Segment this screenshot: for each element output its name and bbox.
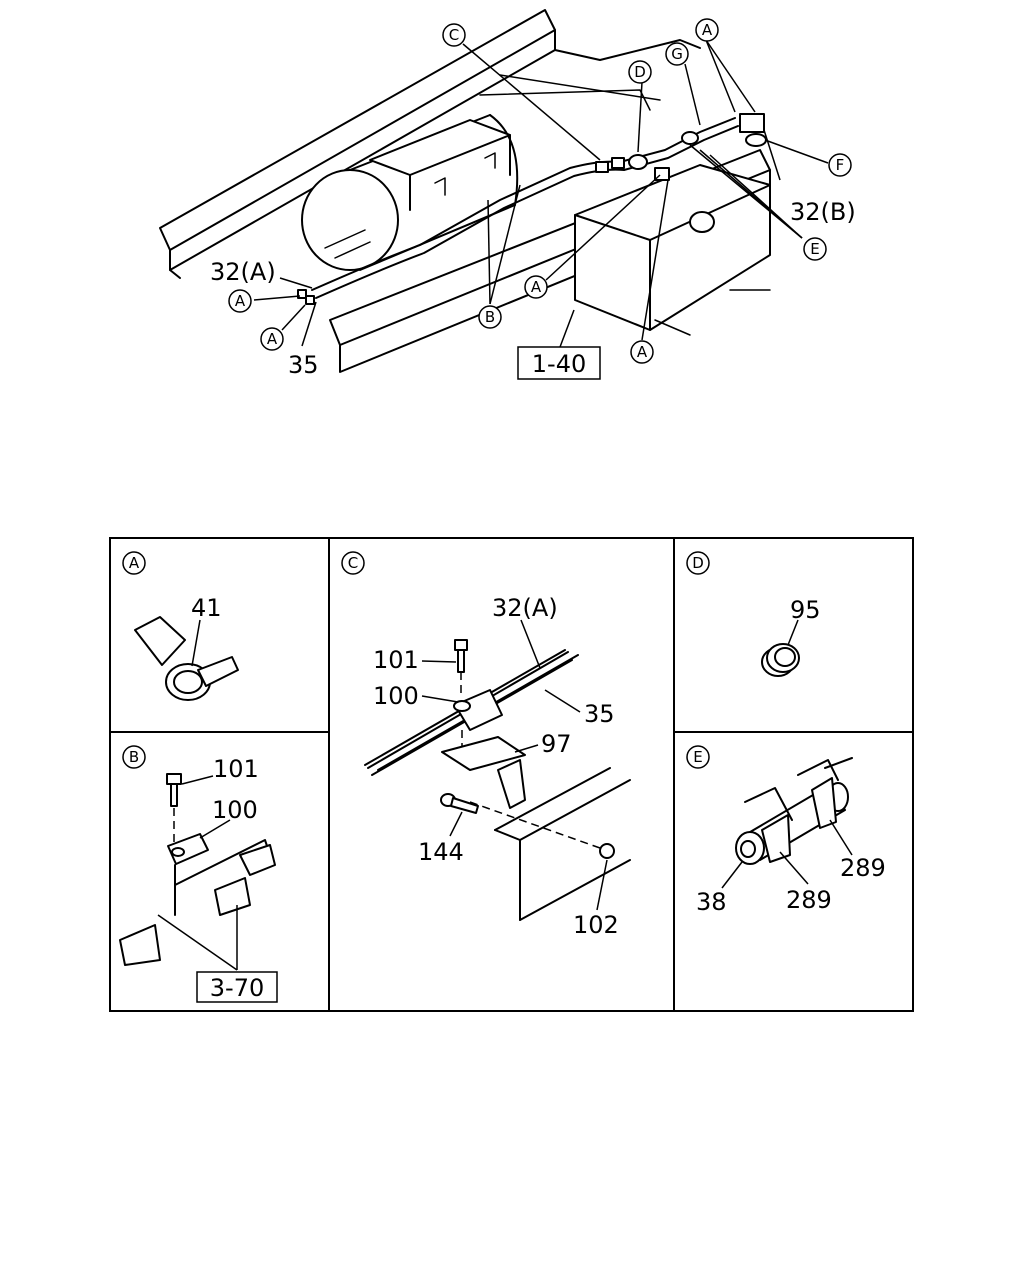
label-41: 41 [191, 594, 222, 622]
svg-text:D: D [634, 63, 646, 81]
svg-text:E: E [693, 748, 702, 766]
overview-illustration [159, 9, 829, 373]
callout-A-top: A [695, 18, 719, 42]
bolt-101-C [454, 639, 468, 673]
callout-D-top: D [628, 60, 652, 84]
nut-102 [599, 843, 615, 859]
panel-B-letter: B [122, 745, 146, 769]
clamp-289-b [797, 757, 853, 829]
label-32A-C: 32(A) [492, 594, 558, 622]
svg-text:D: D [692, 554, 704, 572]
label-32B-overview: 32(B) [790, 198, 856, 226]
svg-text:E: E [810, 240, 819, 258]
hose-clamp-41 [134, 616, 239, 701]
ref-box-1-40[interactable]: 1-40 [517, 346, 601, 380]
label-289-left: 289 [786, 886, 832, 914]
svg-text:F: F [836, 156, 845, 174]
panel-D-letter: D [686, 551, 710, 575]
label-35-C: 35 [584, 700, 615, 728]
bolt-101-B [166, 773, 182, 807]
panel-C: C [341, 551, 631, 939]
label-144: 144 [418, 838, 464, 866]
ref-box-3-70[interactable]: 3-70 [196, 971, 278, 1003]
svg-text:B: B [485, 308, 495, 326]
svg-text:1-40: 1-40 [532, 350, 586, 378]
svg-text:A: A [702, 21, 713, 39]
grommet-95 [761, 643, 800, 677]
label-35-overview: 35 [288, 351, 319, 379]
panel-B: B 101 100 3-70 [119, 745, 278, 1003]
svg-text:A: A [637, 343, 648, 361]
panel-E: E 289 38 289 [686, 745, 886, 916]
svg-text:3-70: 3-70 [210, 974, 264, 1002]
panel-C-letter: C [341, 551, 365, 575]
clip-100-B [167, 833, 209, 865]
fuel-tank [574, 164, 771, 336]
detail-grid [109, 537, 914, 1012]
label-100-C: 100 [373, 682, 419, 710]
callout-A-left-1: A [228, 289, 252, 313]
clip-100-C [453, 689, 503, 731]
svg-text:C: C [449, 26, 459, 44]
frame-C [494, 767, 631, 921]
panel-D: D 95 [686, 551, 821, 677]
callout-A-mid: A [524, 275, 548, 299]
svg-text:A: A [235, 292, 246, 310]
label-101-B: 101 [213, 755, 259, 783]
callout-F: F [828, 153, 852, 177]
svg-text:G: G [671, 45, 683, 63]
callout-A-left-2: A [260, 327, 284, 351]
callout-G-top: G [665, 42, 689, 66]
label-100-B: 100 [212, 796, 258, 824]
panel-A-letter: A [122, 551, 146, 575]
svg-text:A: A [267, 330, 278, 348]
label-32A-overview: 32(A) [210, 258, 276, 286]
callout-A-bottom: A [630, 340, 654, 364]
svg-text:B: B [129, 748, 139, 766]
svg-text:C: C [348, 554, 358, 572]
label-102: 102 [573, 911, 619, 939]
bracket-B [119, 839, 276, 966]
battery-box [369, 119, 511, 211]
frame-rail-upper [159, 9, 701, 279]
bracket-97 [441, 736, 526, 809]
callout-C-top: C [442, 23, 466, 47]
callout-E-top: E [803, 237, 827, 261]
label-289-right: 289 [840, 854, 886, 882]
label-38: 38 [696, 888, 727, 916]
svg-text:A: A [531, 278, 542, 296]
label-101-C: 101 [373, 646, 419, 674]
panel-A: A 41 [122, 551, 239, 701]
clamp-289-a [744, 787, 793, 863]
bolt-144 [440, 793, 479, 814]
panel-E-letter: E [686, 745, 710, 769]
label-95: 95 [790, 596, 821, 624]
label-97: 97 [541, 730, 572, 758]
svg-text:A: A [129, 554, 140, 572]
callout-B-top: B [478, 305, 502, 329]
